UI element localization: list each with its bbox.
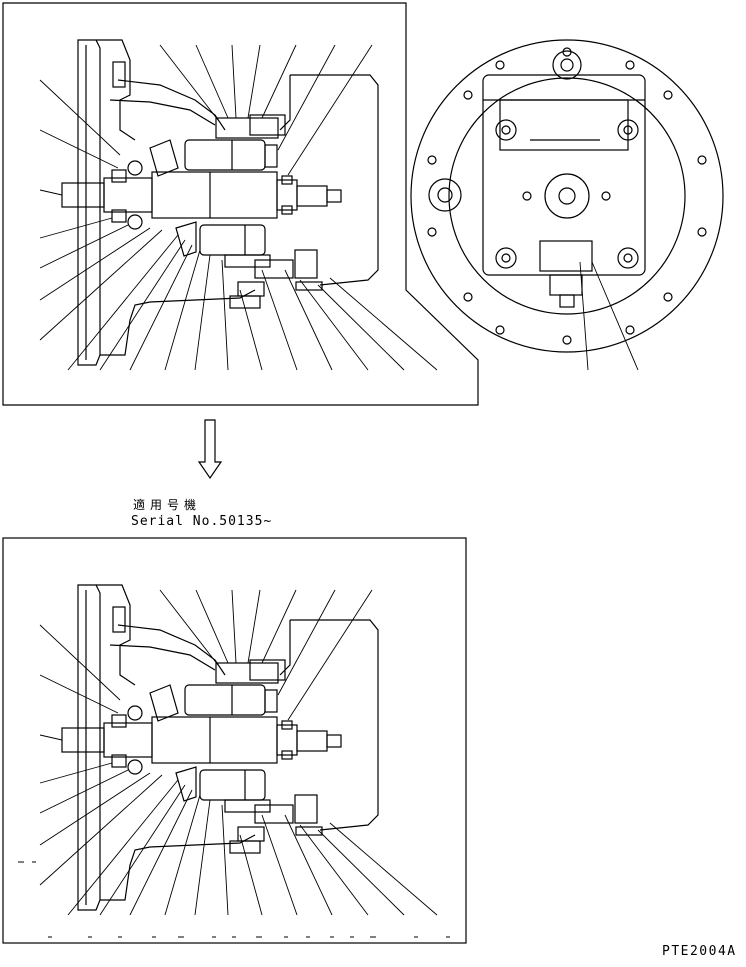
serial-number-text: Serial No.50135~ xyxy=(131,514,273,529)
bottom-diagram-panel xyxy=(2,537,467,944)
front-view xyxy=(410,39,724,371)
top-motor-section xyxy=(39,39,438,371)
bottom-motor-section xyxy=(39,584,438,916)
figure-code: PTE2004A xyxy=(662,944,737,959)
down-arrow-icon xyxy=(197,419,223,480)
top-diagram-panel xyxy=(2,2,724,406)
applicable-serial-label: 適用号機 xyxy=(133,498,202,512)
